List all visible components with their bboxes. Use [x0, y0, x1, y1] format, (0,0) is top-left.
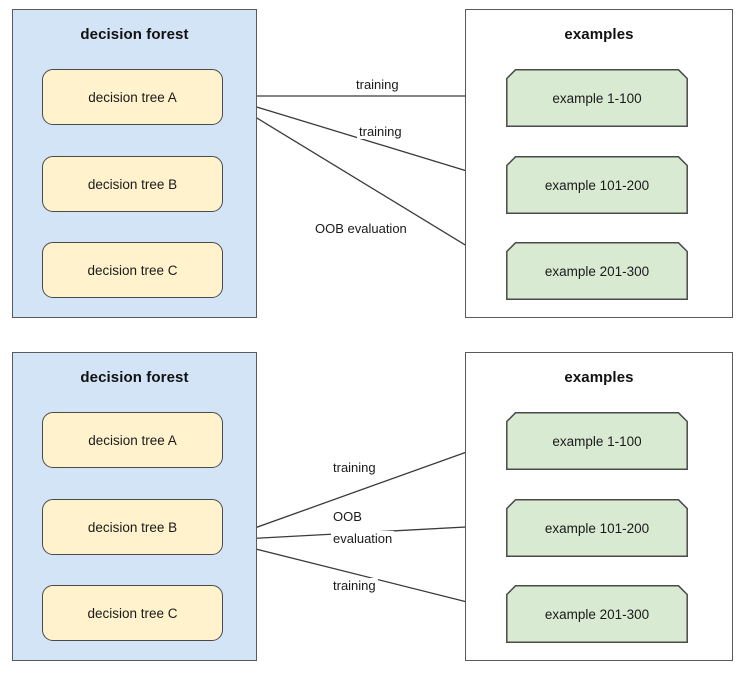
example-node-label: example 1-100 — [552, 433, 642, 449]
decision-forest-panel-top: decision forest decision tree A decision… — [12, 9, 257, 318]
tree-node-label: decision tree C — [87, 605, 178, 621]
forest-title-top: decision forest — [80, 26, 189, 43]
example-node-1-100-top[interactable]: example 1-100 — [506, 69, 688, 127]
edge-label-training-1-bottom: training — [331, 460, 378, 475]
tree-node-label: decision tree C — [87, 262, 178, 278]
example-node-label: example 1-100 — [552, 90, 642, 106]
example-node-1-100-bottom[interactable]: example 1-100 — [506, 412, 688, 470]
tree-node-c-top[interactable]: decision tree C — [42, 242, 223, 298]
tree-node-b-bottom[interactable]: decision tree B — [42, 499, 223, 555]
examples-title-top: examples — [564, 26, 634, 43]
examples-panel-bottom: examples example 1-100 example 101-200 e… — [465, 352, 733, 661]
tree-node-a-bottom[interactable]: decision tree A — [42, 412, 223, 468]
tree-node-label: decision tree B — [87, 519, 178, 535]
examples-title-bottom: examples — [564, 369, 634, 386]
example-node-label: example 101-200 — [544, 520, 650, 536]
edge-label-oob-bottom: OOB — [331, 509, 364, 524]
edge-label-training-2-bottom: training — [331, 578, 378, 593]
example-node-201-300-bottom[interactable]: example 201-300 — [506, 585, 688, 643]
example-node-101-200-top[interactable]: example 101-200 — [506, 156, 688, 214]
forest-title-bottom: decision forest — [80, 369, 189, 386]
edge-label-training-2-top: training — [357, 124, 404, 139]
example-node-201-300-top[interactable]: example 201-300 — [506, 242, 688, 300]
tree-node-label: decision tree B — [87, 176, 178, 192]
tree-node-label: decision tree A — [88, 89, 177, 105]
example-node-101-200-bottom[interactable]: example 101-200 — [506, 499, 688, 557]
tree-node-a-top[interactable]: decision tree A — [42, 69, 223, 125]
tree-node-c-bottom[interactable]: decision tree C — [42, 585, 223, 641]
decision-forest-panel-bottom: decision forest decision tree A decision… — [12, 352, 257, 661]
edge-label-training-1-top: training — [354, 77, 401, 92]
example-node-label: example 101-200 — [544, 177, 650, 193]
examples-panel-top: examples example 1-100 example 101-200 e… — [465, 9, 733, 318]
edge-label-oob-evaluation-top: OOB evaluation — [313, 221, 409, 236]
example-node-label: example 201-300 — [544, 606, 650, 622]
example-node-label: example 201-300 — [544, 263, 650, 279]
tree-node-b-top[interactable]: decision tree B — [42, 156, 223, 212]
tree-node-label: decision tree A — [88, 432, 177, 448]
diagram-bottom: decision forest decision tree A decision… — [0, 343, 737, 686]
edge-label-evaluation-bottom: evaluation — [331, 531, 395, 546]
diagram-top: decision forest decision tree A decision… — [12, 9, 733, 318]
